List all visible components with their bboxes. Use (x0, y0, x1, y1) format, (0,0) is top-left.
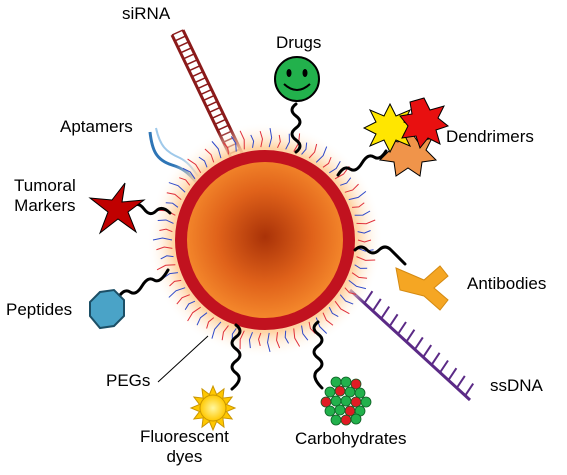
label-drugs: Drugs (276, 33, 322, 52)
label-fluorescent-line1: Fluorescent (140, 427, 229, 446)
four-point-star-icon (88, 182, 146, 235)
label-pegs: PEGs (106, 371, 151, 390)
label-fluorescent-dyes: Fluorescent dyes (140, 427, 229, 467)
smiley-face-icon (274, 56, 320, 102)
label-peptides: Peptides (6, 300, 73, 319)
label-tumoral-line1: Tumoral (14, 176, 76, 195)
linker-drugs (290, 102, 302, 154)
y-shape-icon (395, 265, 449, 311)
starburst-cluster-icon (362, 97, 450, 177)
label-dendrimers: Dendrimers (446, 127, 534, 146)
linker-dendrimers (336, 149, 388, 177)
label-ssdna: ssDNA (490, 376, 543, 395)
octagon-icon (89, 288, 125, 330)
label-carbohydrates: Carbohydrates (295, 429, 407, 448)
label-tumoral-markers: Tumoral Markers (14, 176, 76, 216)
linker-antibodies (353, 245, 407, 266)
label-antibodies: Antibodies (467, 274, 547, 293)
ssdna-comb (348, 288, 475, 402)
linkers (116, 102, 407, 391)
linker-peptides (116, 268, 170, 300)
linker-carbohydrates (312, 320, 324, 390)
label-tumoral-line2: Markers (14, 196, 76, 215)
linker-fluorescent (230, 323, 242, 391)
peg-spikes (152, 128, 376, 353)
label-fluorescent-line2: dyes (166, 447, 203, 466)
label-aptamers: Aptamers (60, 117, 133, 136)
particle-core (187, 162, 343, 318)
label-sirna: siRNA (122, 4, 171, 23)
bead-cluster-icon (320, 376, 372, 426)
sun-icon (189, 384, 237, 432)
pegs-pointer (157, 335, 209, 383)
